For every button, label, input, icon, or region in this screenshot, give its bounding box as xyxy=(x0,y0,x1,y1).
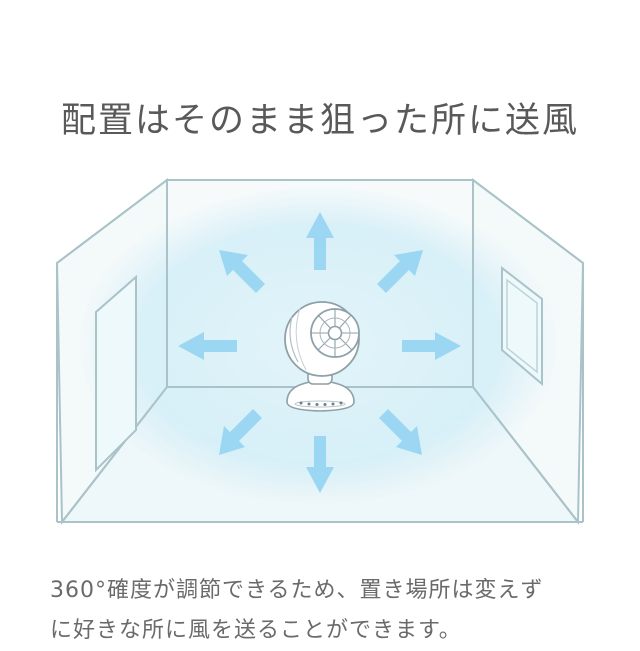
circulator-fan-icon xyxy=(284,301,360,412)
caption: 360°確度が調節できるため、置き場所は変えず に好きな所に風を送ることができま… xyxy=(50,571,620,651)
door xyxy=(95,274,137,473)
airflow-arrow-icon xyxy=(306,212,334,270)
headline: 配置はそのまま狙った所に送風 xyxy=(60,101,579,141)
room-outlines xyxy=(56,179,584,523)
airflow-arrow-icon xyxy=(379,409,422,455)
caption-line-2: に好きな所に風を送ることができます。 xyxy=(50,618,462,643)
airflow-arrow-icon xyxy=(402,332,461,360)
airflow-arrow-icon xyxy=(219,250,265,293)
window-frame xyxy=(506,278,538,374)
caption-line-1: 360°確度が調節できるため、置き場所は変えず xyxy=(50,578,544,603)
airflow-arrow-icon xyxy=(377,250,423,293)
window xyxy=(501,265,543,387)
airflow-arrow-icon xyxy=(306,436,334,493)
airflow-arrow-icon xyxy=(219,409,262,455)
airflow-arrows xyxy=(178,212,461,493)
airflow-arrow-icon xyxy=(178,332,237,360)
